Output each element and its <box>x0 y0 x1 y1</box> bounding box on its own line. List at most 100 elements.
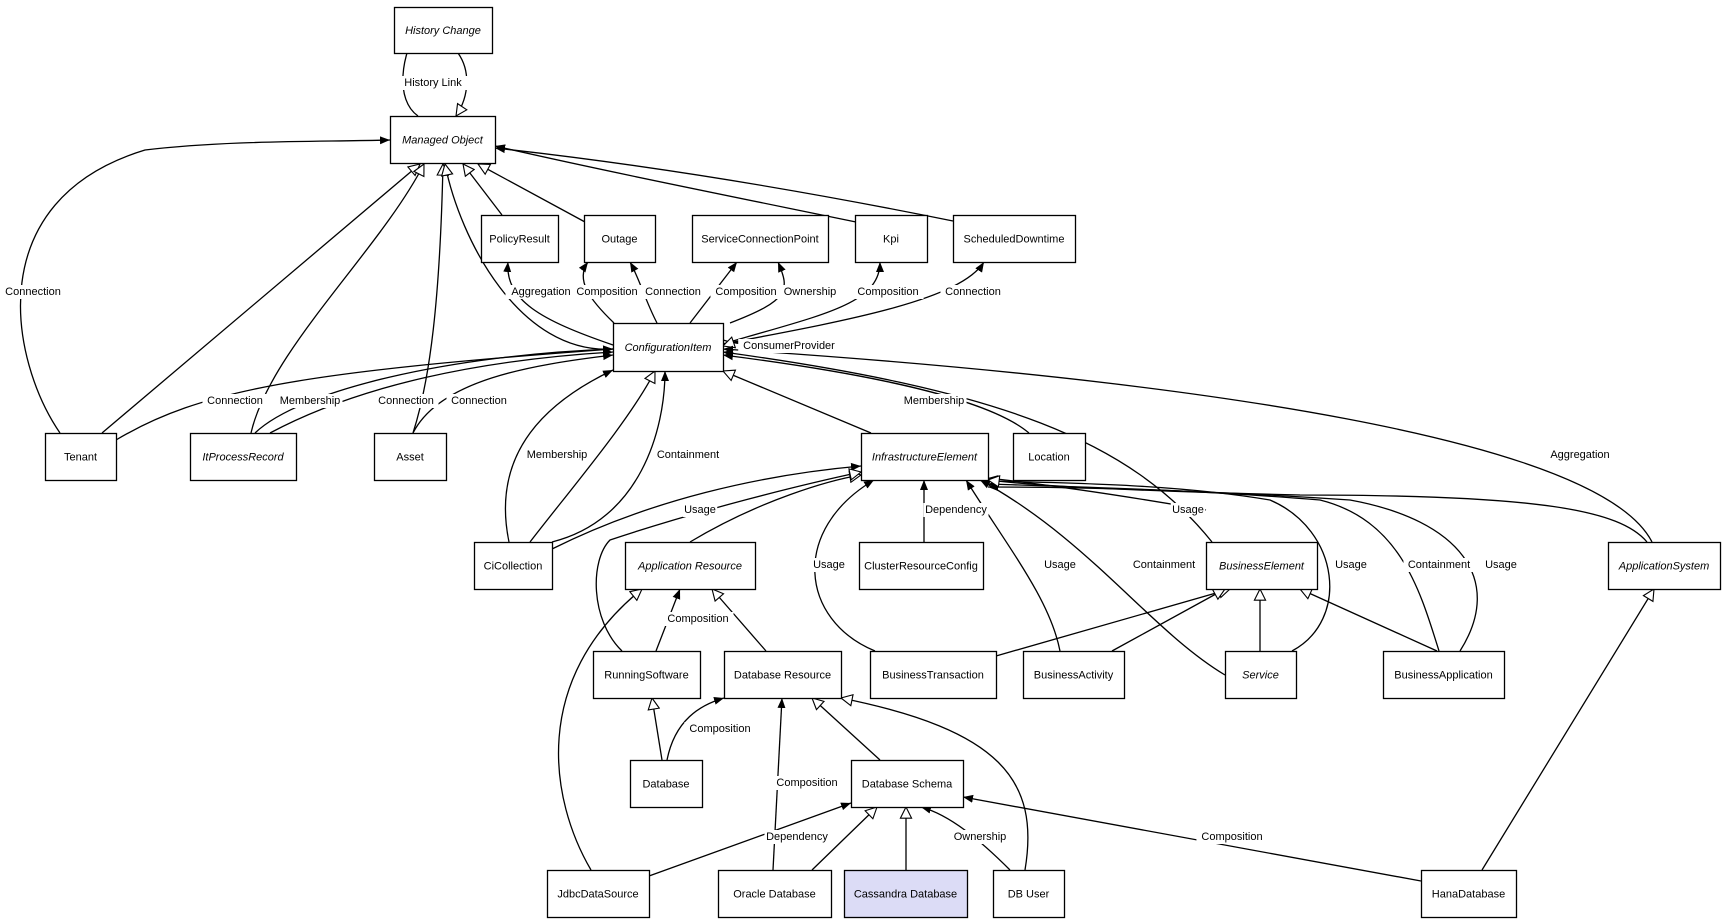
class-name: HanaDatabase <box>1432 888 1505 900</box>
class-name: Service <box>1242 669 1279 681</box>
edge-label: Aggregation <box>1550 449 1609 461</box>
class-node-database[interactable]: Database <box>629 759 704 809</box>
class-box <box>691 214 830 264</box>
class-node-scheduled-downtime[interactable]: ScheduledDowntime <box>952 214 1077 264</box>
edge-e-hana-as <box>1481 589 1654 871</box>
edge-label-background <box>1544 448 1616 462</box>
edge-e-ds-dr <box>812 698 881 761</box>
edge-e-as-ci <box>722 345 1653 543</box>
class-box <box>473 541 554 591</box>
edge-label-background <box>0 285 66 299</box>
class-node-application-resource[interactable]: Application Resource <box>624 541 757 591</box>
edge-label: Connection <box>451 395 507 407</box>
edge-e-itpr-ci-conn <box>269 348 614 434</box>
edge-label-background <box>571 285 643 299</box>
class-node-running-software[interactable]: RunningSoftware <box>592 650 702 700</box>
edge-label: History Link <box>404 77 462 89</box>
class-box <box>952 214 1077 264</box>
class-node-infrastructure-element[interactable]: InfrastructureElement <box>860 432 990 482</box>
class-node-service[interactable]: Service <box>1224 650 1298 700</box>
edge-label-background <box>764 830 830 844</box>
class-node-business-transaction[interactable]: BusinessTransaction <box>869 650 998 700</box>
class-node-database-schema[interactable]: Database Schema <box>850 759 965 809</box>
class-node-tenant[interactable]: Tenant <box>44 432 118 482</box>
class-node-business-application[interactable]: BusinessApplication <box>1382 650 1506 700</box>
class-name: JdbcDataSource <box>557 888 638 900</box>
edge-e-tenant-conn-mo <box>19 136 391 434</box>
edge-e-dbuser-dr <box>841 698 1029 871</box>
edge-label-background <box>505 285 577 299</box>
edge-label: Connection <box>645 286 701 298</box>
class-node-it-process-record[interactable]: ItProcessRecord <box>189 432 298 482</box>
class-name: Cassandra Database <box>854 888 957 900</box>
edge-label-background <box>940 285 1006 299</box>
class-node-history-change[interactable]: History Change <box>393 6 494 55</box>
class-node-application-system[interactable]: ApplicationSystem <box>1607 541 1722 591</box>
class-node-policy-result[interactable]: PolicyResult <box>480 214 560 264</box>
edge-e-ci-kpi <box>722 261 884 345</box>
class-node-hana-database[interactable]: HanaDatabase <box>1420 869 1518 919</box>
edge-label: Aggregation <box>511 286 570 298</box>
edge-e-cic-ie <box>551 462 862 550</box>
edge-label-background <box>277 394 343 408</box>
class-node-cluster-resource-config[interactable]: ClusterResourceConfig <box>858 541 985 591</box>
edge-label: Membership <box>904 395 965 407</box>
edge-label: Composition <box>689 723 750 735</box>
class-name: History Change <box>405 25 481 37</box>
edge-e-sched-conn <box>494 145 954 222</box>
class-node-database-resource[interactable]: Database Resource <box>723 650 843 700</box>
edge-label-background <box>710 285 782 299</box>
edge-label: Containment <box>1408 559 1470 571</box>
class-box <box>1205 541 1319 591</box>
class-node-location[interactable]: Location <box>1012 432 1087 482</box>
edge-e-tenant-inherit <box>101 164 420 434</box>
edge-e-db-rs <box>652 698 663 761</box>
edge-e-location-ci <box>722 352 1030 434</box>
class-node-ci-collection[interactable]: CiCollection <box>473 541 554 591</box>
edge-e-ora-ds <box>811 807 877 871</box>
edge-label: Connection <box>207 395 263 407</box>
class-node-cassandra-database[interactable]: Cassandra Database <box>843 869 969 919</box>
class-node-business-activity[interactable]: BusinessActivity <box>1022 650 1126 700</box>
edge-label-background <box>524 448 590 462</box>
class-box <box>189 432 298 482</box>
edge-e-ci-policy <box>503 261 614 346</box>
class-node-jdbc-data-source[interactable]: JdbcDataSource <box>546 869 651 919</box>
class-name: PolicyResult <box>489 233 550 245</box>
class-node-business-element[interactable]: BusinessElement <box>1205 541 1319 591</box>
class-node-outage[interactable]: Outage <box>583 214 657 264</box>
class-node-kpi[interactable]: Kpi <box>854 214 929 264</box>
class-name: Kpi <box>883 233 899 245</box>
edge-label-background <box>1170 503 1206 517</box>
class-name: ItProcessRecord <box>202 451 284 463</box>
edge-label-background <box>852 285 924 299</box>
edge-e-cic-ci-mem <box>504 369 614 543</box>
class-box <box>592 650 702 700</box>
class-node-oracle-database[interactable]: Oracle Database <box>717 869 833 919</box>
edge-label: Usage <box>813 559 845 571</box>
edge-label: Usage <box>1172 504 1204 516</box>
class-node-asset[interactable]: Asset <box>373 432 448 482</box>
class-name: Outage <box>601 233 637 245</box>
edge-e-bt-ie <box>814 479 876 652</box>
edge-e-svc-ie-usage <box>987 477 1331 652</box>
class-box <box>393 6 494 55</box>
edge-e-jdbc-ar <box>558 589 642 871</box>
class-name: ScheduledDowntime <box>964 233 1065 245</box>
class-box <box>854 214 929 264</box>
class-node-configuration-item[interactable]: ConfigurationItem <box>612 322 725 373</box>
edge-label: Composition <box>857 286 918 298</box>
class-box <box>850 759 965 809</box>
class-box <box>858 541 985 591</box>
class-node-service-connection-point[interactable]: ServiceConnectionPoint <box>691 214 830 264</box>
class-name: BusinessActivity <box>1034 669 1114 681</box>
class-name: BusinessTransaction <box>882 669 984 681</box>
class-node-db-user[interactable]: DB User <box>992 869 1066 919</box>
edge-label-background <box>738 339 840 353</box>
edge-label: Containment <box>1133 559 1195 571</box>
class-name: Database Resource <box>734 669 831 681</box>
class-node-managed-object[interactable]: Managed Object <box>389 115 497 165</box>
edge-label-background <box>682 503 718 517</box>
class-box <box>869 650 998 700</box>
